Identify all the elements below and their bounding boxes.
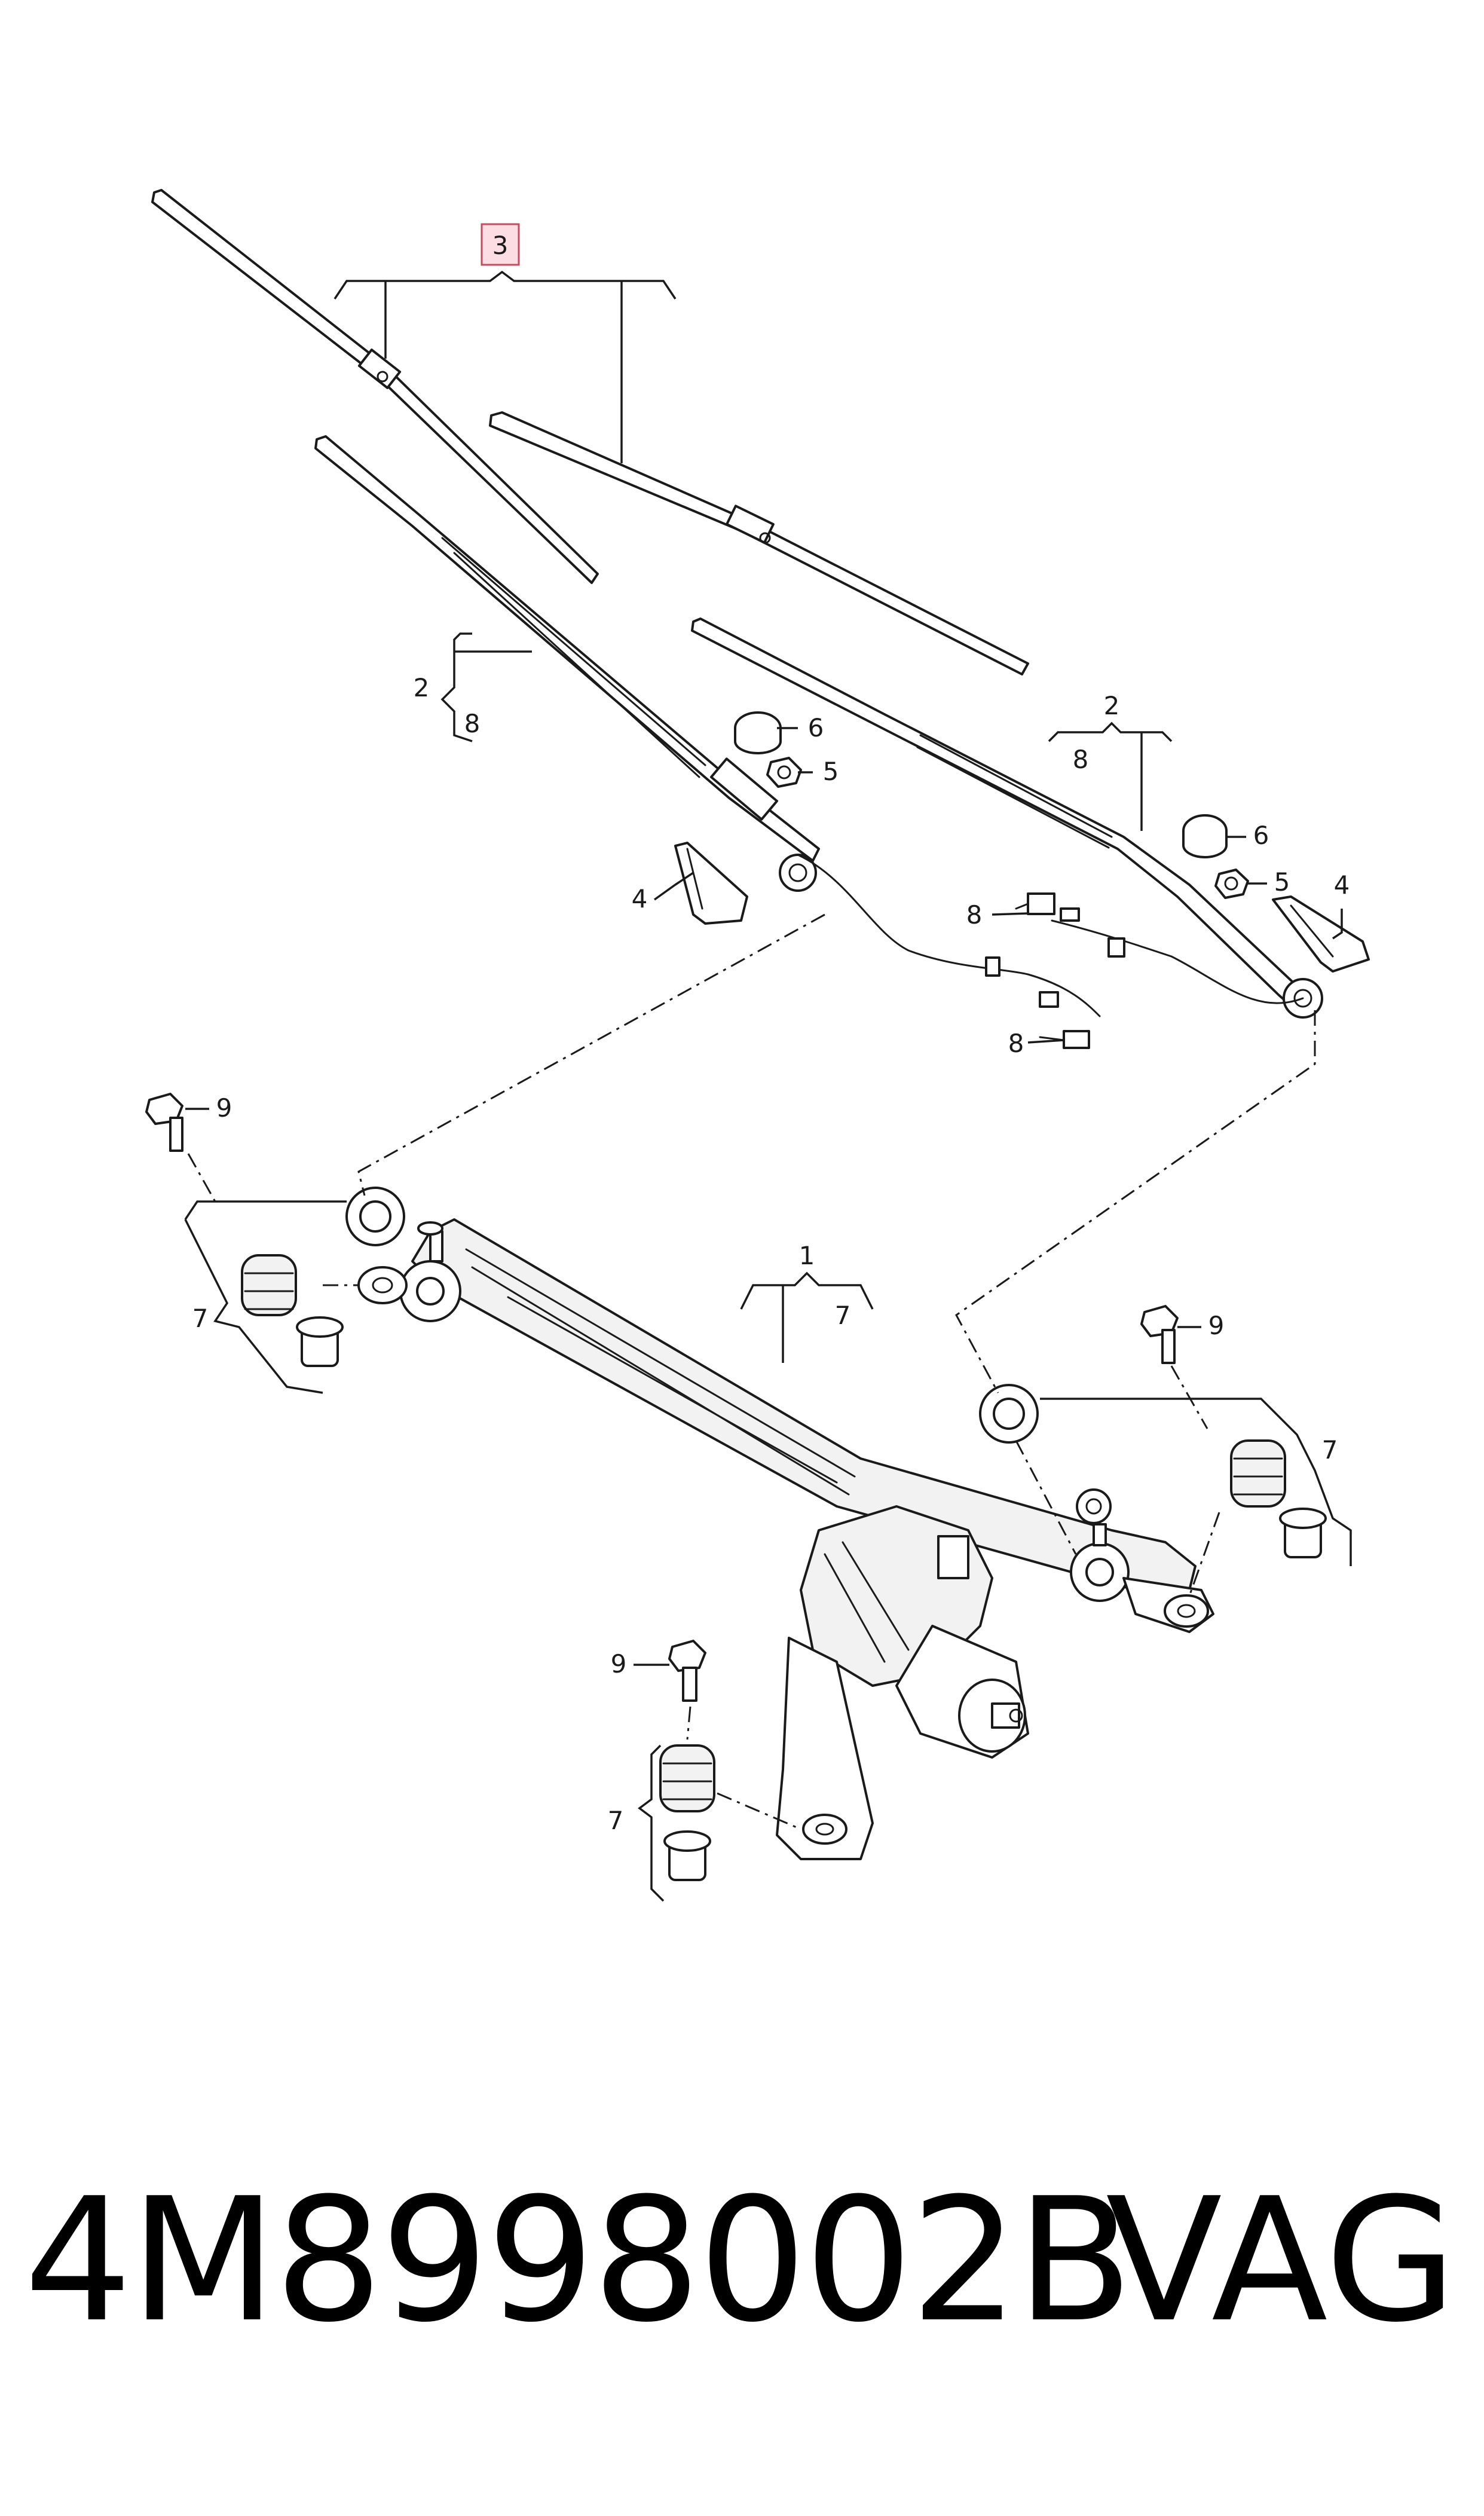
leader-lines (184, 270, 1352, 1902)
wiper-linkage-frame (357, 1218, 1214, 1633)
bolt-left (145, 1093, 183, 1152)
callout-8-right[interactable]: 8 (1073, 745, 1089, 774)
wiper-motor (776, 1505, 1029, 1860)
wiper-arm-right (691, 617, 1323, 1019)
callout-1[interactable]: 1 (799, 1241, 815, 1270)
washer-hose-left (797, 854, 1101, 1049)
bolt-bottom (668, 1640, 706, 1702)
callout-3[interactable]: 3 (492, 231, 509, 260)
arm-cover-left (674, 842, 748, 925)
callout-4-right[interactable]: 4 (1334, 870, 1350, 900)
nut-right (1214, 869, 1249, 899)
callout-6-right[interactable]: 6 (1253, 821, 1269, 850)
callouts: 3 2 8 2 8 6 5 6 5 4 4 8 8 9 9 9 7 1 7 7 … (192, 223, 1350, 1835)
cap-right (1182, 814, 1228, 858)
callout-2-right[interactable]: 2 (1104, 691, 1120, 720)
callout-8-left[interactable]: 8 (464, 709, 481, 738)
nut-left (766, 757, 802, 788)
callout-5-right[interactable]: 5 (1274, 867, 1290, 897)
callout-9-left[interactable]: 9 (216, 1093, 232, 1123)
callout-7-right[interactable]: 7 (1322, 1435, 1338, 1465)
callout-4-left[interactable]: 4 (632, 884, 648, 913)
bushing-left (241, 1254, 297, 1316)
callout-7-center[interactable]: 7 (835, 1301, 851, 1330)
wiper-arm-left (314, 435, 820, 892)
wiper-blade-left (151, 189, 599, 584)
sleeve-right (1279, 1508, 1327, 1558)
callout-2-left[interactable]: 2 (414, 673, 430, 702)
cap-left (734, 711, 782, 754)
sleeve-bottom (663, 1830, 711, 1881)
assembly-lines (187, 913, 1316, 1830)
callout-5-left[interactable]: 5 (823, 757, 839, 786)
wiper-blade-right (489, 411, 1029, 675)
callout-8-hose-top[interactable]: 8 (966, 900, 983, 930)
arm-cover-right (1272, 895, 1370, 973)
callout-9-right[interactable]: 9 (1208, 1311, 1225, 1340)
grommet-left (345, 1187, 405, 1246)
callout-7-bottom[interactable]: 7 (608, 1806, 624, 1835)
bushing-bottom (659, 1744, 715, 1812)
callout-8-hose-bottom[interactable]: 8 (1008, 1029, 1024, 1058)
callout-9-bottom[interactable]: 9 (611, 1649, 627, 1679)
part-number: 4M8998002B (24, 2162, 1133, 2360)
brand-name: VAG (1106, 2162, 1457, 2360)
washer-hose-right (1015, 892, 1304, 1004)
sleeve-left (296, 1316, 344, 1367)
callout-6-left[interactable]: 6 (808, 713, 824, 742)
grommet-right (979, 1384, 1039, 1444)
callout-7-left[interactable]: 7 (192, 1304, 209, 1333)
bushing-right (1230, 1439, 1286, 1508)
callout-3-highlight[interactable] (481, 223, 520, 266)
bolt-right (1140, 1305, 1179, 1364)
